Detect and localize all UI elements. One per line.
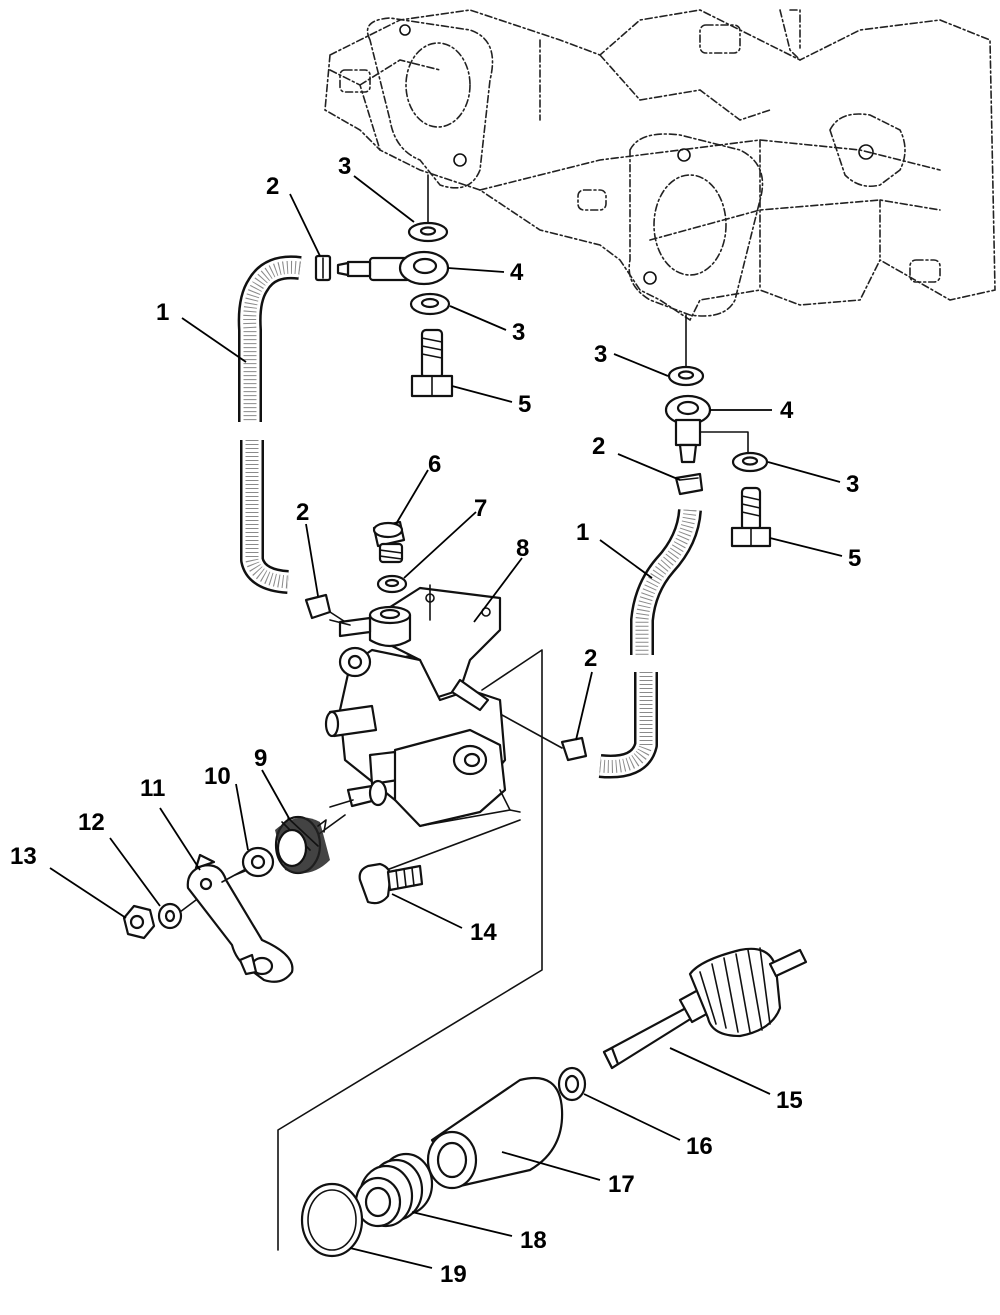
upper-right-fitting-group	[664, 314, 772, 548]
drive-gear-15	[602, 947, 808, 1070]
hose-clip-2-right-top	[674, 472, 704, 496]
banjo-bolt-5-right	[730, 486, 772, 548]
nut-13	[122, 904, 156, 940]
callout-4-left: 4	[510, 259, 524, 286]
leader-lines	[49, 175, 843, 1269]
snap-ring-19	[300, 1182, 364, 1258]
callout-2-top-left: 2	[266, 173, 279, 200]
bolt-6	[372, 520, 406, 564]
callout-3-top-left: 3	[338, 153, 351, 180]
upper-left-fitting-group	[336, 174, 454, 398]
callout-15: 15	[776, 1087, 803, 1114]
callout-5-right: 5	[848, 545, 861, 572]
callout-6: 6	[428, 451, 441, 478]
callout-10: 10	[204, 763, 231, 790]
bolt-14	[358, 862, 424, 905]
callout-12: 12	[78, 809, 105, 836]
spring-18	[354, 1152, 434, 1228]
hose-clip-2-top-left	[314, 254, 332, 282]
banjo-bolt-5-left	[410, 328, 454, 398]
callout-16: 16	[686, 1133, 713, 1160]
callout-4-right: 4	[780, 397, 794, 424]
callout-1-right: 1	[576, 519, 589, 546]
callout-3-low-right: 3	[846, 471, 859, 498]
callout-8: 8	[516, 535, 529, 562]
washer-7	[376, 574, 408, 594]
callout-2-pump-left: 2	[296, 499, 309, 526]
callout-17: 17	[608, 1171, 635, 1198]
callout-5-left: 5	[518, 391, 531, 418]
callout-2-pump-right: 2	[584, 645, 597, 672]
hose-1-right	[598, 508, 702, 779]
callout-3-mid-left: 3	[512, 319, 525, 346]
callout-13: 13	[10, 843, 37, 870]
callout-1-left: 1	[156, 299, 169, 326]
hose-1-left	[237, 255, 302, 594]
spring-9	[274, 815, 330, 875]
callout-9: 9	[254, 745, 267, 772]
banjo-fitting-4-left	[336, 250, 450, 286]
oil-pump-8	[324, 586, 521, 828]
lever-11	[186, 853, 294, 983]
callout-19: 19	[440, 1261, 467, 1288]
banjo-fitting-4-right	[664, 394, 712, 464]
callout-11: 11	[140, 775, 165, 802]
callout-18: 18	[520, 1227, 547, 1254]
callout-7: 7	[474, 495, 487, 522]
callout-3-top-right: 3	[594, 341, 607, 368]
cylinder-block	[324, 9, 996, 322]
callout-2-right: 2	[592, 433, 605, 460]
callout-labels: 1 2 3 4 3 5 3 4 2 3 5 6 2 7 8 1 2 9 10 1…	[10, 153, 861, 1288]
sleeve-17	[426, 1076, 564, 1190]
callout-14: 14	[470, 919, 497, 946]
